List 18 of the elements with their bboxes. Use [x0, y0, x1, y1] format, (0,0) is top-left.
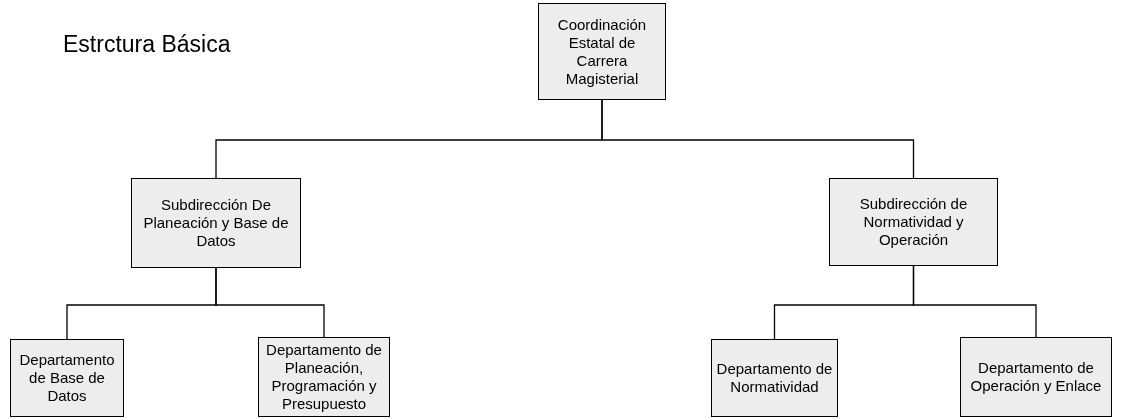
box-text: Departamento de Operación y Enlace	[969, 359, 1103, 395]
org-box	[10, 339, 124, 417]
box-text: Subdirección De Planeación y Base de Datos	[142, 196, 290, 250]
box-text: Departamento de Normatividad	[715, 360, 834, 396]
org-box	[131, 178, 301, 268]
box-text: Subdirección de Normatividad y Operación	[858, 195, 969, 249]
box-text: Departamento de Base de Datos	[18, 351, 116, 405]
connector-line	[215, 267, 325, 338]
box-text: Departamento de Planeación, Programación y Presupuesto	[265, 341, 383, 413]
org-box	[711, 339, 838, 417]
org-box	[538, 3, 666, 100]
box-text: Coordinación Estatal de Carrera Magisterial	[556, 15, 648, 88]
org-box	[258, 337, 390, 417]
diagram-title: Estrctura Básica	[63, 31, 231, 58]
connector-line	[601, 99, 915, 179]
org-box	[960, 337, 1112, 417]
org-box	[829, 178, 998, 266]
connector-line	[912, 265, 1037, 338]
